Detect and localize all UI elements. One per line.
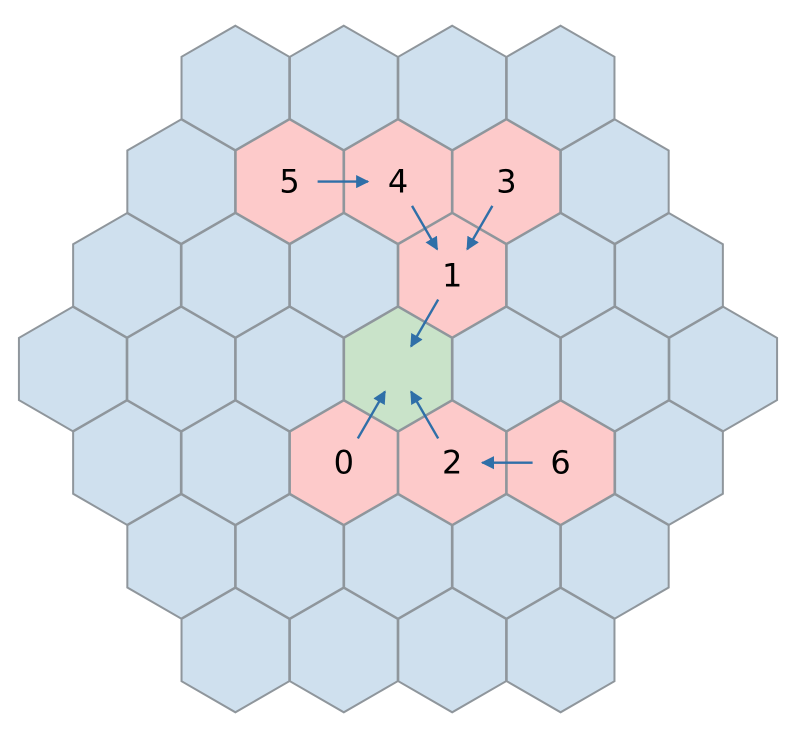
arrow-3-to-1 [466, 205, 494, 251]
arrow-4-to-1 [410, 205, 439, 251]
arrows [317, 175, 533, 470]
hex-cells [17, 24, 779, 714]
hex-cell [668, 305, 779, 433]
cell-label-6: 6 [550, 444, 570, 482]
arrow-0-to-target [356, 390, 387, 440]
cell-label-5: 5 [279, 163, 299, 201]
cell-label-4: 4 [388, 163, 408, 201]
arrow-1-to-target [409, 298, 440, 348]
cell-label-1: 1 [442, 256, 462, 294]
arrow-2-to-target [409, 390, 440, 440]
cell-label-2: 2 [442, 444, 462, 482]
cell-label-0: 0 [334, 444, 354, 482]
cell-labels: 0 1 2 3 4 5 6 [279, 163, 570, 482]
cell-label-3: 3 [496, 163, 516, 201]
